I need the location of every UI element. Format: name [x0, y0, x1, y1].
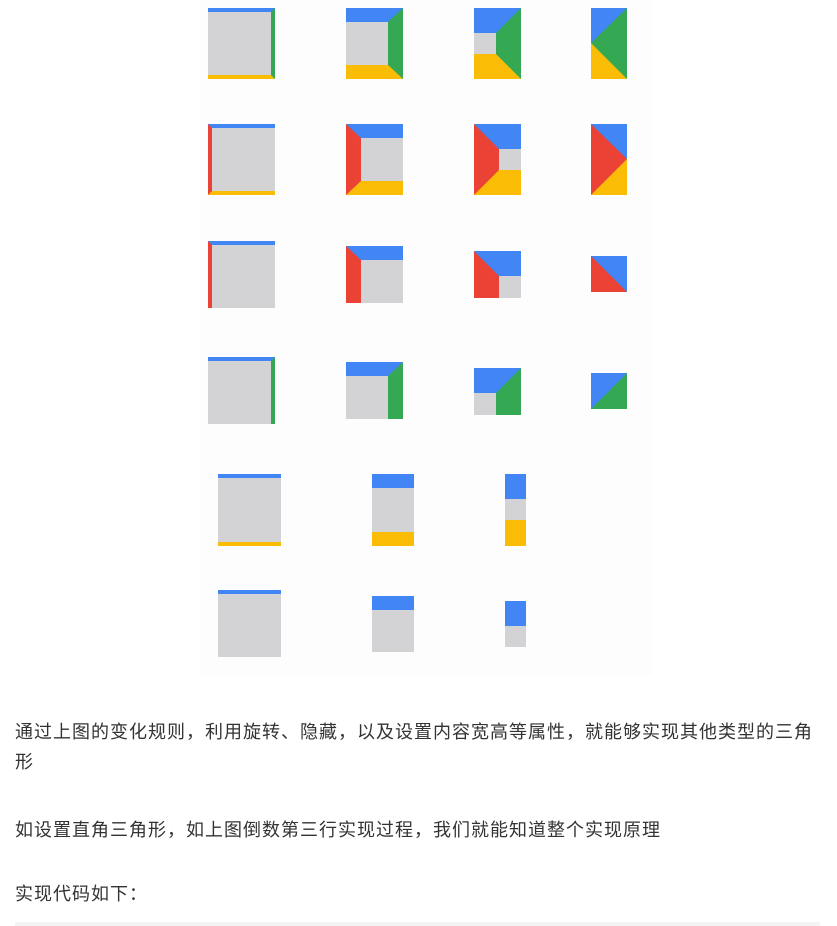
diagram-r4-c1 [208, 357, 275, 424]
diagram-r1-c2 [346, 8, 403, 79]
code-block-top-edge [15, 922, 820, 926]
diagram-r3-c2 [346, 246, 403, 303]
diagram-r6-c1 [218, 590, 281, 657]
diagram-r1-c1 [208, 8, 275, 79]
diagram-r1-c3 [474, 8, 521, 79]
diagram-r2-c3 [474, 124, 521, 195]
diagram-r5-c2 [372, 474, 414, 546]
diagram-r4-c2 [346, 362, 403, 419]
diagram-r2-c2 [346, 124, 403, 195]
paragraph-explanation: 通过上图的变化规则，利用旋转、隐藏，以及设置内容宽高等属性，就能够实现其他类型的… [15, 722, 813, 773]
diagram-r2-c1 [208, 124, 275, 195]
diagram-r4-c3 [474, 368, 521, 415]
diagram-r6-c3 [505, 601, 526, 647]
diagram-r3-c3 [474, 251, 521, 298]
diagram-r1-c4 [591, 8, 627, 79]
diagram-r2-c4 [591, 124, 627, 195]
paragraph-right-triangle-example: 如设置直角三角形，如上图倒数第三行实现过程，我们就能知道整个实现原理 [15, 820, 661, 841]
paragraph-code-intro: 实现代码如下： [15, 884, 148, 905]
diagram-r5-c3 [505, 474, 526, 546]
diagram-r3-c4 [591, 256, 627, 292]
diagram-r6-c2 [372, 596, 414, 652]
border-triangle-figure [200, 0, 652, 675]
diagram-r5-c1 [218, 474, 281, 546]
diagram-r4-c4 [591, 373, 627, 409]
diagram-r3-c1 [208, 241, 275, 308]
